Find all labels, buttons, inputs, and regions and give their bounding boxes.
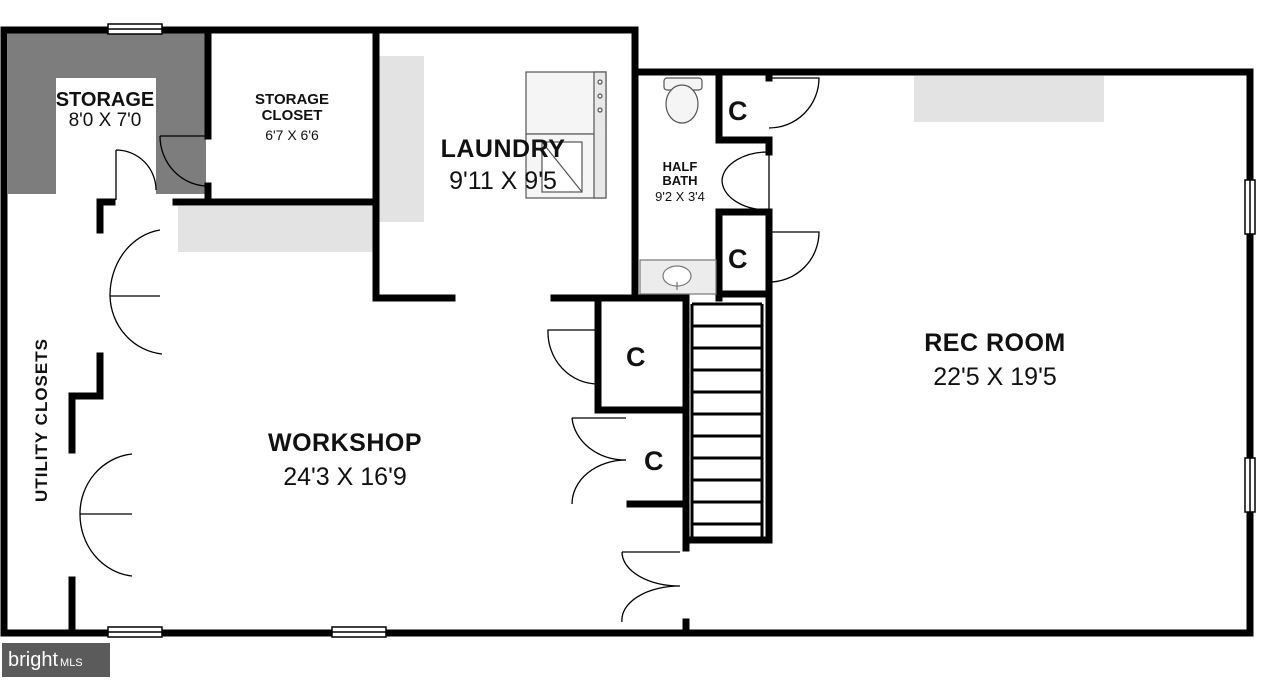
room-label-storage-closet: STORAGE CLOSET 6'7 X 6'6 [222, 92, 362, 142]
room-dimensions: 9'2 X 3'4 [655, 189, 705, 205]
room-name: WORKSHOP [268, 429, 422, 457]
rec-room-counter-shade [914, 76, 1104, 122]
laundry-counter-shade [378, 56, 424, 222]
room-dimensions: 22'5 X 19'5 [933, 363, 1057, 392]
toilet-icon [663, 77, 703, 124]
room-name-line: HALF BATH [662, 159, 698, 188]
room-name: HALF BATH [638, 160, 722, 187]
sink-icon [639, 259, 717, 295]
closet-label-lower-right: C [728, 244, 748, 274]
closet-label-workshop-upper: C [626, 342, 646, 372]
windows [107, 23, 1256, 638]
watermark-brand: bright [8, 649, 59, 671]
room-name: STORAGE CLOSET [222, 92, 362, 124]
room-label-workshop: WORKSHOP 24'3 X 16'9 [220, 430, 470, 491]
room-dimensions: 9'11 X 9'5 [449, 167, 557, 196]
room-name-line: STORAGE CLOSET [255, 91, 329, 124]
washer-dryer-icon [525, 71, 607, 199]
room-dimensions: 8'0 X 7'0 [68, 110, 142, 131]
storage-label-cutout [56, 78, 156, 134]
room-name: STORAGE [55, 89, 155, 111]
door-swings [79, 77, 820, 623]
watermark-suffix: MLS [60, 657, 83, 669]
room-label-laundry: LAUNDRY 9'11 X 9'5 [418, 136, 588, 195]
room-label-half-bath: HALF BATH 9'2 X 3'4 [638, 160, 722, 204]
room-label-storage: STORAGE 8'0 X 7'0 [30, 90, 180, 131]
utility-closets-label: UTILITY CLOSETS [32, 338, 51, 502]
storage-cutout-2 [56, 134, 156, 194]
room-name: REC ROOM [924, 329, 1066, 357]
workshop-counter-shade [178, 206, 374, 252]
stairs [690, 302, 764, 540]
room-dimensions: 6'7 X 6'6 [265, 126, 319, 143]
closet-label-workshop-lower: C [644, 446, 664, 476]
room-dimensions: 24'3 X 16'9 [283, 463, 407, 492]
room-label-rec-room: REC ROOM 22'5 X 19'5 [880, 330, 1110, 391]
closet-label-upper-right: C [728, 96, 748, 126]
room-name: LAUNDRY [440, 135, 566, 163]
